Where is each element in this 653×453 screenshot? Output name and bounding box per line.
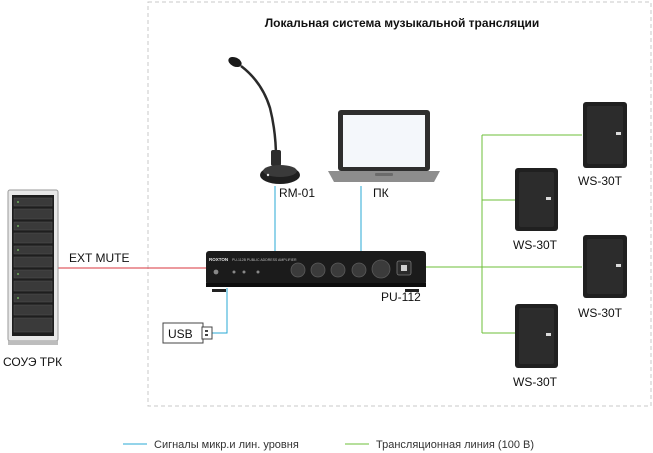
speaker-3-label: WS-30T (578, 306, 623, 320)
speaker-1 (583, 102, 627, 168)
legend-signal-label: Сигналы микр.и лин. уровня (154, 439, 299, 451)
speaker-4 (515, 304, 558, 368)
speaker-3 (583, 235, 627, 298)
rack-cabinet (7, 189, 59, 345)
mic-label: RM-01 (279, 186, 315, 200)
speaker-2 (515, 168, 558, 231)
diagram-title: Локальная система музыкальной трансляции (265, 16, 540, 30)
speaker-line-tree (424, 134, 582, 334)
usb-stick: USB (162, 322, 213, 344)
microphone (228, 56, 300, 184)
legend: Сигналы микр.и лин. уровня Трансляционна… (123, 439, 534, 451)
usb-signal-line (212, 288, 228, 334)
pc-label: ПК (373, 186, 389, 200)
speaker-4-label: WS-30T (513, 375, 558, 389)
speaker-2-label: WS-30T (513, 238, 558, 252)
legend-line100-label: Трансляционная линия (100 В) (376, 439, 534, 451)
speaker-1-label: WS-30T (578, 174, 623, 188)
laptop (328, 110, 440, 182)
amplifier-pu-112: ROXTON PU-112B PUBLIC ADDRESS AMPLIFIER (206, 251, 426, 292)
local-system-boundary (147, 1, 652, 407)
amp-brand: ROXTON (209, 257, 228, 262)
amp-label: PU-112 (381, 290, 421, 304)
rack-label: СОУЭ ТРК (3, 355, 62, 369)
usb-label: USB (168, 327, 193, 341)
amp-model-text: PU-112B PUBLIC ADDRESS AMPLIFIER (232, 258, 297, 262)
ext-mute-label: EXT MUTE (69, 251, 129, 265)
